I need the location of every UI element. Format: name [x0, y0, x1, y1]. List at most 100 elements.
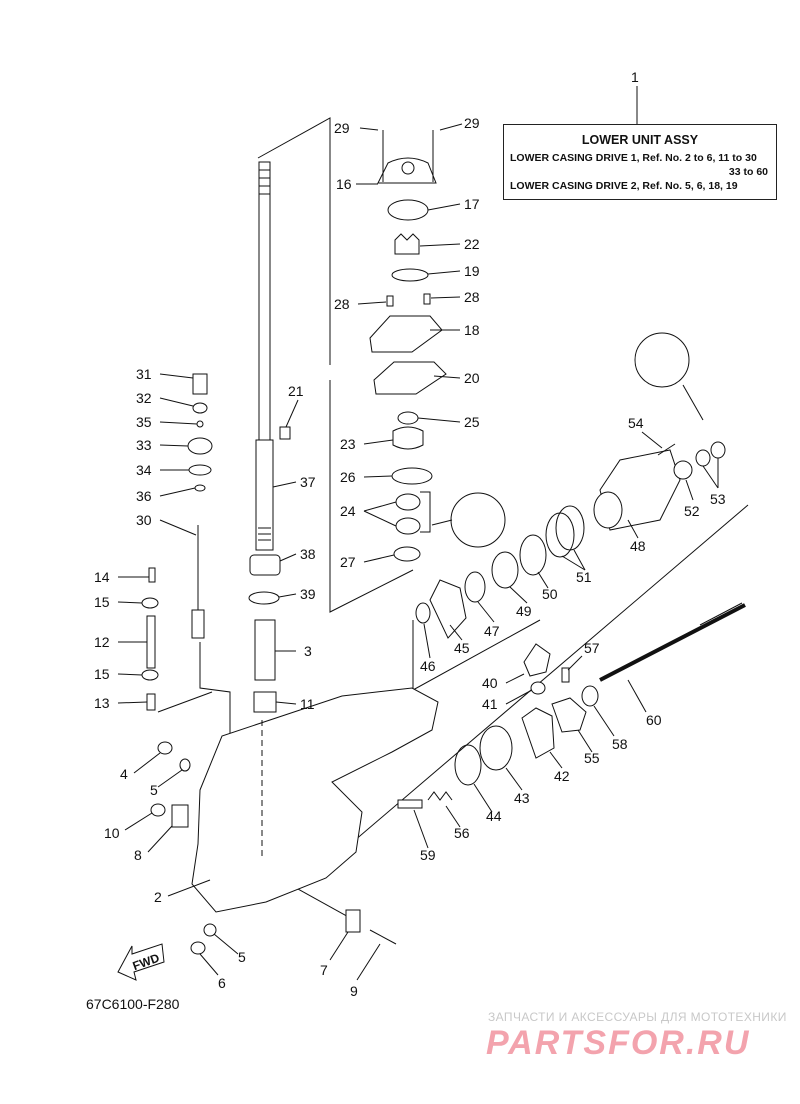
- callout-4: 4: [120, 766, 128, 782]
- leader-17: [427, 203, 461, 211]
- leader-4: [133, 752, 161, 774]
- part-40-pinion: [523, 643, 551, 677]
- assembly-line-1: LOWER CASING DRIVE 1, Ref. No. 2 to 6, 1…: [510, 152, 757, 164]
- leader-20: [433, 375, 461, 379]
- leader-42: [549, 751, 563, 769]
- part-28-pin-right: [423, 293, 431, 305]
- callout-29-right: 29: [464, 115, 480, 131]
- part-16-pump-housing-port: [401, 161, 415, 175]
- part-55-clutch: [551, 697, 587, 733]
- callout-60: 60: [646, 712, 662, 728]
- assembly-info-box: LOWER UNIT ASSY LOWER CASING DRIVE 1, Re…: [503, 124, 777, 200]
- callout-57: 57: [584, 640, 600, 656]
- leader-29-right: [439, 123, 463, 131]
- pump-frame-line: [329, 380, 414, 613]
- leader-45: [449, 624, 463, 641]
- leader-27: [363, 554, 395, 563]
- callout-28-left: 28: [334, 296, 350, 312]
- part-14-screw: [148, 567, 156, 583]
- callout-12: 12: [94, 634, 110, 650]
- callout-50: 50: [542, 586, 558, 602]
- part-18-outer-plate: [369, 315, 443, 353]
- callout-15-lower: 15: [94, 666, 110, 682]
- part-8-anode: [171, 804, 189, 828]
- callout-24: 24: [340, 503, 356, 519]
- callout-21: 21: [288, 383, 304, 399]
- part-19-o-ring: [391, 268, 429, 282]
- callout-40: 40: [482, 675, 498, 691]
- part-5-washer-lower: [203, 923, 217, 937]
- part-60-propeller-shaft: [599, 603, 746, 682]
- callout-30: 30: [136, 512, 152, 528]
- callout-22: 22: [464, 236, 480, 252]
- callout-7: 7: [320, 962, 328, 978]
- callout-6: 6: [218, 975, 226, 991]
- part-31-bushing: [192, 373, 208, 395]
- callout-13: 13: [94, 695, 110, 711]
- leader-59: [413, 809, 429, 849]
- leader-6: [199, 953, 219, 976]
- part-56-spring: [427, 791, 453, 801]
- callout-41: 41: [482, 696, 498, 712]
- leader-32: [159, 397, 194, 407]
- leader-2: [167, 879, 211, 897]
- part-13-screw: [146, 693, 156, 711]
- part-32-nut: [192, 402, 208, 414]
- leader-13: [117, 701, 148, 704]
- callout-42: 42: [554, 768, 570, 784]
- part-43-bearing: [479, 725, 513, 771]
- part-10-nut: [150, 803, 166, 817]
- assembly-line-3: LOWER CASING DRIVE 2, Ref. No. 5, 6, 18,…: [510, 180, 738, 192]
- leader-52: [685, 479, 694, 501]
- leader-50: [537, 571, 549, 589]
- leader-57: [567, 655, 583, 671]
- part-46-washer: [415, 602, 431, 624]
- leader-26: [363, 475, 393, 478]
- watermark-tagline: ЗАПЧАСТИ И АКСЕССУАРЫ ДЛЯ МОТОТЕХНИКИ: [488, 1010, 787, 1024]
- part-41-nut: [530, 681, 546, 695]
- part-6-bolt: [190, 941, 206, 955]
- part-3-sleeve: [254, 619, 276, 681]
- part-17-pump-insert: [387, 199, 429, 221]
- leader-46: [423, 623, 431, 659]
- callout-54: 54: [628, 415, 644, 431]
- part-27-washer: [393, 546, 421, 562]
- callout-49: 49: [516, 603, 532, 619]
- callout-3: 3: [304, 643, 312, 659]
- leader-5-upper: [157, 769, 183, 788]
- callout-5-upper: 5: [150, 782, 158, 798]
- callout-31: 31: [136, 366, 152, 382]
- callout-32: 32: [136, 390, 152, 406]
- callout-48: 48: [630, 538, 646, 554]
- part-59-shift-plunger: [397, 799, 423, 809]
- drive-shaft-frame-line: [257, 117, 331, 365]
- part-26-o-ring: [391, 467, 433, 485]
- leader-37: [272, 481, 297, 488]
- callout-38: 38: [300, 546, 316, 562]
- part-49-bearing: [491, 551, 519, 589]
- callout-26: 26: [340, 469, 356, 485]
- leader-44: [473, 783, 493, 813]
- part-5-washer-upper: [179, 758, 191, 772]
- leader-51-a: [561, 555, 586, 571]
- callout-47: 47: [484, 623, 500, 639]
- part-11-needle-bearing: [253, 691, 277, 713]
- leader-60: [627, 679, 647, 713]
- part-48-bearing-housing-face: [593, 491, 623, 529]
- callout-17: 17: [464, 196, 480, 212]
- assembly-line-2: 33 to 60: [728, 166, 768, 178]
- leader-54: [641, 431, 663, 449]
- leader-25: [417, 417, 461, 423]
- leader-56: [445, 805, 461, 828]
- leader-21: [285, 399, 299, 428]
- callout-16: 16: [336, 176, 352, 192]
- leader-55: [577, 729, 593, 753]
- gear-frame-line: [412, 619, 541, 691]
- leader-28-right: [430, 296, 461, 299]
- part-51-o-ring-2: [555, 505, 585, 551]
- leader-19: [427, 270, 461, 275]
- callout-46: 46: [420, 658, 436, 674]
- part-60-propeller-shaft-spline: [699, 602, 743, 626]
- part-45-reverse-gear: [429, 579, 467, 639]
